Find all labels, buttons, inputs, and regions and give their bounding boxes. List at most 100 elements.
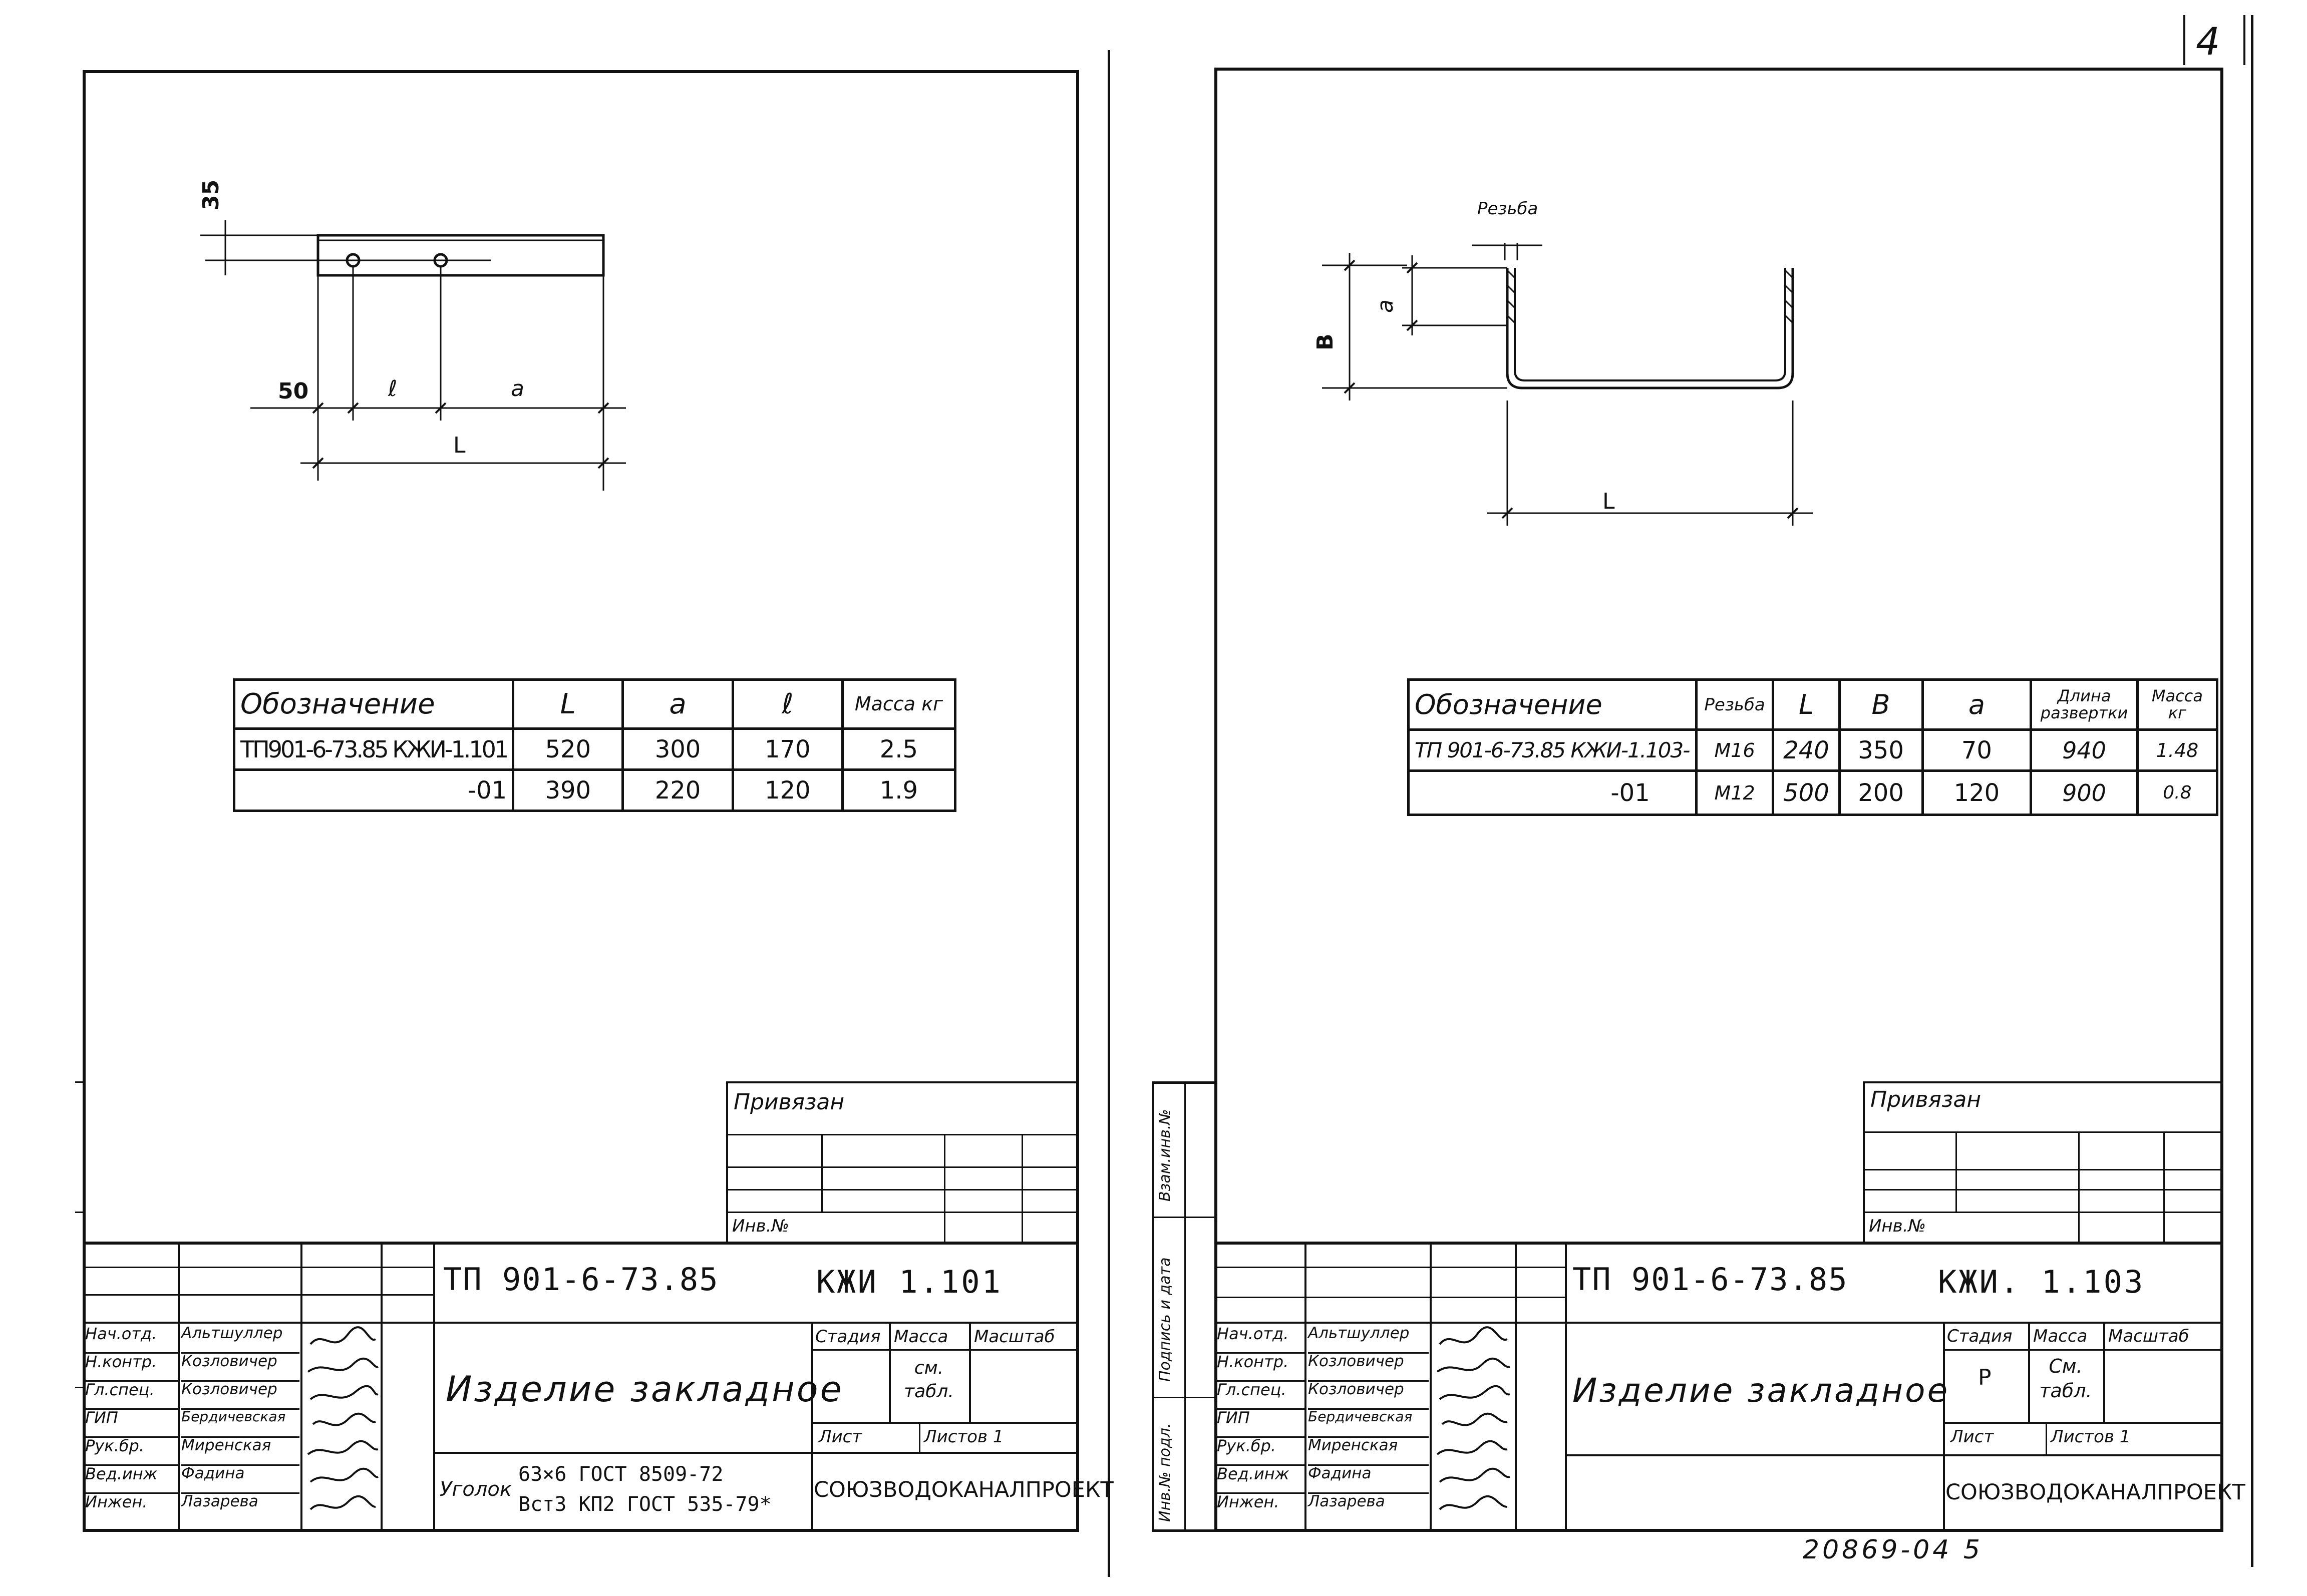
dim-l-label: ℓ: [388, 376, 398, 402]
right-scale-label: Масштаб: [2108, 1326, 2189, 1346]
left-listov-label: Листов 1: [924, 1427, 1004, 1447]
left-names-col: Альтшуллер Козловичер Козловичер Бердиче…: [181, 1326, 299, 1520]
left-drawing: [200, 220, 626, 491]
side-stamp-inv-podl: Инв.№ подл.: [1156, 1423, 1174, 1522]
left-role-5: Вед.инж: [85, 1466, 178, 1494]
right-privyazan-top: [1863, 1081, 2223, 1083]
right-role-3: ГИП: [1217, 1410, 1304, 1438]
right-role-4: Рук.бр.: [1217, 1438, 1304, 1466]
left-doc-code: ТП 901-6-73.85: [443, 1261, 719, 1298]
right-tb-col-sign: [1515, 1242, 1517, 1532]
left-row2-designation: -01: [232, 768, 515, 812]
right-dim-B-label: B: [1312, 333, 1338, 350]
left-table-header-L: L: [512, 678, 624, 730]
right-privyazan-line2: [1863, 1169, 2223, 1170]
right-sheet-frame: [1214, 68, 2223, 1532]
right-table-header-designation: Обозначение: [1407, 678, 1698, 731]
right-names-col: Альтшуллер Козловичер Козловичер Бердиче…: [1308, 1326, 1429, 1520]
left-material-line2: Вст3 КП2 ГОСТ 535-79*: [518, 1493, 772, 1516]
right-privyazan-line3: [1863, 1189, 2223, 1190]
left-doc-name: Изделие закладное: [446, 1369, 844, 1410]
left-title-block-top: [83, 1242, 1079, 1245]
left-material-label: Уголок: [440, 1478, 512, 1501]
left-row2-L: 390: [512, 768, 624, 812]
right-row1-a: 70: [1921, 728, 2033, 772]
left-mass-label: Масса: [894, 1327, 948, 1347]
page-number-divider-right: [2243, 15, 2245, 65]
right-stage-value: Р: [1978, 1365, 1992, 1390]
right-stage-label: Стадия: [1947, 1326, 2013, 1346]
right-tb-col-stage: [1943, 1322, 1945, 1532]
right-dim-a-label: a: [1373, 299, 1398, 313]
right-row2-mass: 0.8: [2136, 769, 2219, 816]
left-role-1: Н.контр.: [85, 1354, 178, 1382]
right-privyazan-col3: [2163, 1131, 2165, 1242]
left-privyazan-top: [726, 1081, 1079, 1083]
left-tb-col-date: [433, 1242, 435, 1532]
right-role-0: Нач.отд.: [1217, 1326, 1304, 1354]
left-tb-stage-line: [811, 1349, 1079, 1351]
right-tb-col-date: [1565, 1242, 1567, 1532]
right-name-3: Бердичевская: [1308, 1410, 1429, 1438]
left-tick-2: [75, 1212, 83, 1213]
left-tb-col-name: [300, 1242, 302, 1532]
right-privyazan-col2: [2078, 1131, 2080, 1242]
right-privyazan-line4: [1863, 1212, 2223, 1213]
right-name-4: Миренская: [1308, 1438, 1429, 1466]
left-privyazan-line1: [726, 1134, 1079, 1135]
left-stage-label: Стадия: [815, 1327, 881, 1347]
side-stamp-signature-date: Подпись и дата: [1156, 1257, 1174, 1382]
left-row1-l: 170: [731, 727, 844, 771]
right-row2-designation: -01: [1407, 769, 1698, 816]
left-table-header-a: a: [621, 678, 734, 730]
right-doc-name: Изделие закладное: [1572, 1371, 1950, 1410]
right-table-header-mass: Масса кг: [2136, 678, 2219, 731]
thread-dim-label: Резьба: [1477, 199, 1538, 219]
left-row2-l: 120: [731, 768, 844, 812]
right-list-label: Лист: [1950, 1427, 1994, 1447]
footer-code: 20869-04 5: [1803, 1535, 1983, 1565]
left-row1-designation: ТП901-6-73.85 КЖИ-1.101: [232, 727, 515, 771]
right-row1-mass: 1.48: [2136, 728, 2219, 772]
right-privyazan-line1: [1863, 1131, 2223, 1133]
left-privyazan-label: Привязан: [734, 1089, 845, 1115]
right-tb-stage-line: [1943, 1349, 2223, 1351]
left-row2-mass: 1.9: [841, 768, 957, 812]
right-tb-list-line: [1943, 1422, 2223, 1424]
left-mass-value: см. табл.: [904, 1358, 954, 1402]
right-side-stamp-divider: [1184, 1081, 1186, 1532]
right-side-stamp-line2: [1152, 1397, 1214, 1398]
left-roles-col: Нач.отд. Н.контр. Гл.спец. ГИП Рук.бр. В…: [85, 1326, 178, 1520]
right-row2-L: 500: [1772, 769, 1841, 816]
left-material-line1: 63×6 ГОСТ 8509-72: [518, 1463, 724, 1486]
left-privyazan-line2: [726, 1166, 1079, 1168]
right-doc-code: ТП 901-6-73.85: [1572, 1261, 1848, 1298]
left-role-2: Гл.спец.: [85, 1382, 178, 1410]
table-row: -01 М12 500 200 120 900 0.8: [1407, 769, 2219, 816]
table-row: ТП 901-6-73.85 КЖИ-1.103- М16 240 350 70…: [1407, 728, 2219, 772]
right-org-name: СОЮЗВОДОКАНАЛПРОЕКТ: [1945, 1480, 2245, 1505]
left-tb-line-a: [83, 1267, 433, 1268]
dim-50-label: 50: [278, 378, 309, 404]
right-tb-col-mass: [2028, 1322, 2030, 1422]
left-row2-a: 220: [621, 768, 734, 812]
left-name-6: Лазарева: [181, 1492, 258, 1510]
right-row1-length: 940: [2030, 728, 2139, 772]
right-privyazan-label: Привязан: [1870, 1087, 1982, 1112]
left-row1-L: 520: [512, 727, 624, 771]
right-mass-value: См. табл.: [2039, 1355, 2092, 1402]
left-privyazan-left: [726, 1081, 728, 1242]
left-tb-list-divider: [919, 1422, 920, 1452]
right-row2-a: 120: [1921, 769, 2033, 816]
right-side-stamp-line1: [1152, 1217, 1214, 1218]
left-name-0: Альтшуллер: [181, 1326, 299, 1354]
left-table-header-l: ℓ: [731, 678, 844, 730]
right-tb-line-b: [1214, 1297, 1565, 1298]
left-tb-org-line: [811, 1452, 1079, 1454]
side-stamp-vzam-inv: Взам.инв.№: [1156, 1109, 1174, 1202]
left-spec-table: Обозначение L a ℓ Масса кг ТП901-6-73.85…: [232, 678, 957, 812]
right-role-1: Н.контр.: [1217, 1354, 1304, 1382]
dim-a-label: a: [511, 376, 524, 402]
right-tb-org-line: [1565, 1454, 2223, 1456]
right-tb-list-divider: [2046, 1422, 2047, 1454]
